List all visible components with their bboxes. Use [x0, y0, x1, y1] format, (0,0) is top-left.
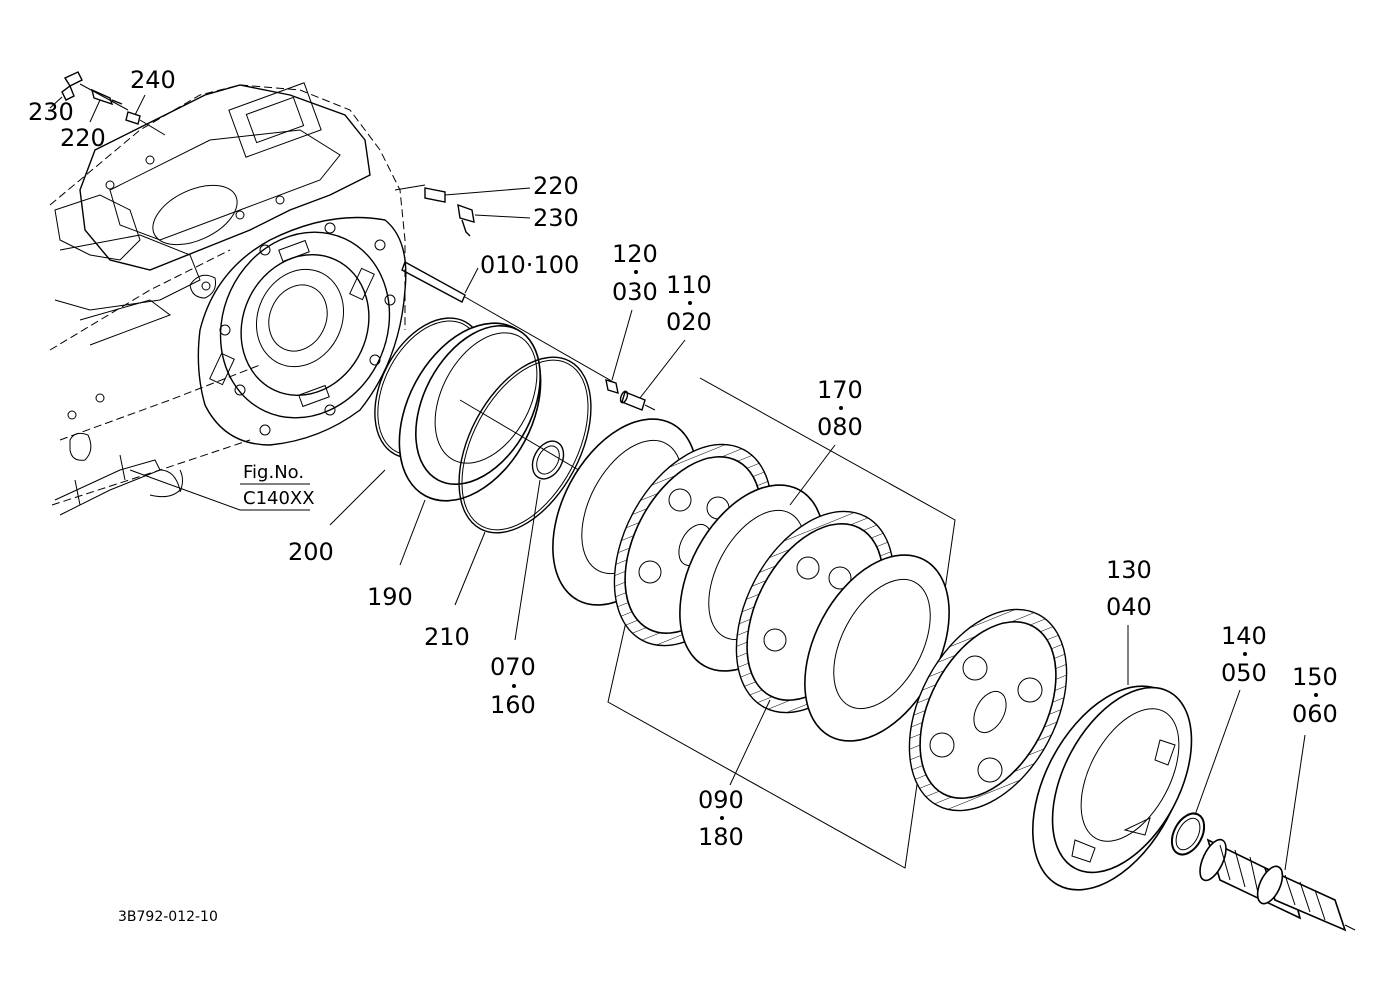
dot-110-020: [688, 301, 692, 305]
label-220-right: 220: [533, 172, 579, 200]
drawing-number: 3B792-012-10: [118, 909, 218, 925]
oring-140: [1170, 689, 1241, 856]
label-070: 070: [490, 653, 536, 681]
label-210: 210: [424, 623, 470, 651]
pin-assembly: [401, 260, 686, 411]
callout-labels: 240 230 220 220 230 010·100 120 030 110 …: [28, 66, 1338, 925]
label-080: 080: [817, 413, 863, 441]
label-050: 050: [1221, 659, 1267, 687]
label-160: 160: [490, 691, 536, 719]
label-240: 240: [130, 66, 176, 94]
dot-140-050: [1243, 652, 1247, 656]
dot-070-160: [512, 684, 516, 688]
label-140: 140: [1221, 622, 1267, 650]
label-220-top: 220: [60, 124, 106, 152]
fig-ref-line1: Fig.No.: [243, 462, 304, 483]
label-230-right: 230: [533, 204, 579, 232]
label-030: 030: [612, 278, 658, 306]
label-130: 130: [1106, 556, 1152, 584]
label-010-100: 010·100: [480, 251, 579, 279]
piston-190: [398, 322, 542, 566]
transmission-housing: [49, 82, 406, 516]
dot-090-180: [720, 816, 724, 820]
fittings-right: [394, 184, 531, 237]
splined-shaft: [1199, 734, 1356, 932]
dot-170-080: [839, 406, 843, 410]
oring-210: [454, 356, 592, 606]
label-230-top: 230: [28, 98, 74, 126]
pressure-plate: [1031, 625, 1193, 891]
label-190: 190: [367, 583, 413, 611]
label-060: 060: [1292, 700, 1338, 728]
label-020: 020: [666, 308, 712, 336]
fig-ref-line2[interactable]: C140XX: [243, 488, 315, 509]
label-040: 040: [1106, 593, 1152, 621]
label-090: 090: [698, 786, 744, 814]
label-170: 170: [817, 376, 863, 404]
label-150: 150: [1292, 663, 1338, 691]
label-120: 120: [612, 240, 658, 268]
fittings-top-left: [49, 71, 166, 136]
friction-disc-3: [908, 608, 1068, 812]
label-180: 180: [698, 823, 744, 851]
dot-120-030: [634, 270, 638, 274]
label-110: 110: [666, 271, 712, 299]
snap-ring-070: [514, 440, 565, 641]
dot-150-060: [1314, 693, 1318, 697]
figure-reference: [240, 483, 310, 511]
housing-flange: [189, 216, 407, 446]
label-200: 200: [288, 538, 334, 566]
